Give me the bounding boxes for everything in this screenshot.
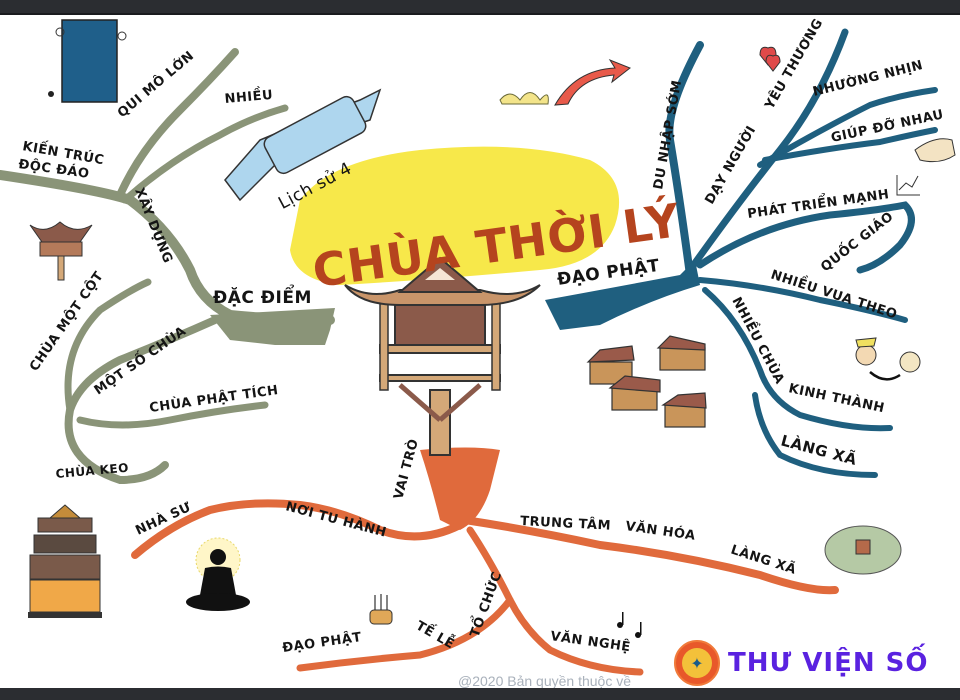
meditating-person-icon (186, 537, 250, 611)
dac-diem-trunk (210, 308, 335, 345)
label-chua-keo: CHÙA KEO (55, 460, 129, 481)
growth-chart-icon (896, 175, 920, 196)
label-dac-diem: ĐẶC ĐIỂM (213, 283, 312, 308)
label-chua-mot-cot: CHÙA MỘT CỘT (26, 268, 107, 374)
red-arrow-icon (554, 58, 631, 106)
title-highlight (290, 146, 620, 285)
handshake-icon (914, 138, 956, 163)
vai-tro-trunk (420, 447, 500, 530)
branch-dac-diem (0, 48, 335, 485)
tall-tower-icon (48, 19, 127, 103)
hearts-icon (759, 46, 781, 72)
school-badge-icon: ✦ (674, 640, 720, 686)
label-van-hoa: VĂN HÓA (624, 518, 696, 544)
multi-tier-pagoda-icon (28, 504, 102, 618)
incense-pot-icon (369, 594, 393, 625)
label-kinh-thanh: KINH THÀNH (787, 380, 886, 416)
label-nhieu: NHIỀU (224, 85, 274, 107)
village-houses-icon (586, 335, 707, 428)
bottom-bar (0, 688, 960, 700)
copyright-text: @2020 Bản quyền thuộc về (458, 673, 632, 689)
label-trung-tam: TRUNG TÂM (520, 513, 612, 534)
branch-vai-tro (131, 499, 839, 676)
label-mot-so-chua: MỘT SỐ CHÙA (90, 321, 189, 398)
one-pillar-pagoda-illustration (344, 256, 541, 456)
lotus-icon (499, 92, 549, 105)
lich-su-ribbon (224, 88, 382, 202)
king-to-monk-icon (855, 337, 921, 381)
label-day-nguoi: DẠY NGƯỜI (702, 123, 760, 207)
label-lang-xa-1: LÀNG XÃ (779, 431, 859, 470)
branch-dao-phat (665, 28, 938, 478)
music-notes-icon (617, 612, 642, 638)
top-bar (0, 0, 960, 15)
thu-vien-so-logo[interactable]: ✦ THƯ VIỆN SỐ (668, 636, 960, 690)
label-du-nhap-som: DU NHẬP SỚM (650, 79, 685, 191)
label-to-chuc: TỔ CHỨC (465, 569, 505, 640)
label-van-nghe: VĂN NGHỆ (549, 628, 631, 655)
label-dao-phat-2: ĐẠO PHẬT (281, 629, 362, 656)
logo-text: THƯ VIỆN SỐ (728, 648, 929, 678)
label-xay-dung: XÂY DỰNG (131, 186, 176, 266)
village-island-icon (824, 525, 902, 575)
label-vai-tro: VAI TRÒ (390, 437, 422, 501)
small-pagoda-icon (29, 221, 93, 281)
label-noi-tu-hanh: NƠI TU HÀNH (284, 498, 388, 540)
dao-phat-trunk (545, 260, 700, 330)
